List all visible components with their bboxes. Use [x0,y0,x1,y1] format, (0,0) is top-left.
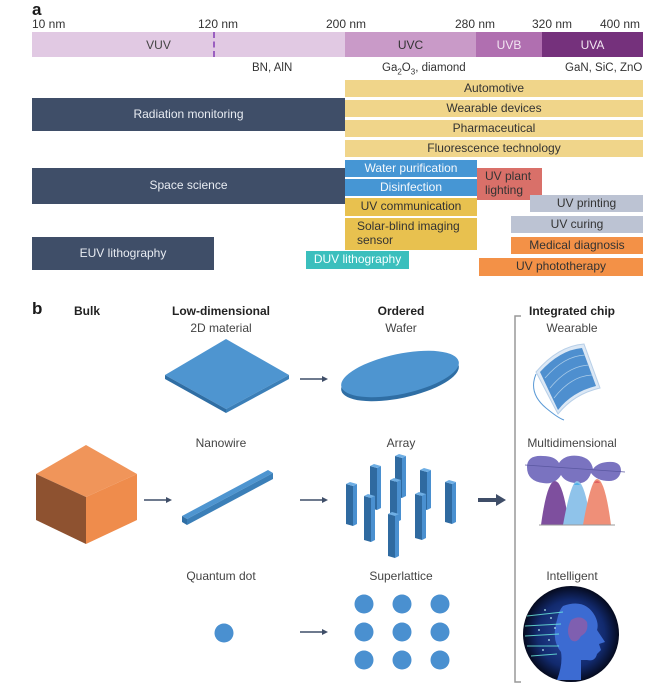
app-automotive: Automotive [345,80,643,97]
app-euv-lithography: EUV lithography [32,237,214,270]
app-uv-printing: UV printing [530,195,643,212]
tick-400nm: 400 nm [600,17,641,31]
app-radiation-monitoring: Radiation monitoring [32,98,345,131]
arrow-icon [300,497,328,503]
app-solar-blind-imaging-sensor: Solar-blind imaging sensor [345,218,477,250]
app-wearable-devices: Wearable devices [345,100,643,117]
material-uvc: Ga2O3, diamond [382,62,466,76]
app-disinfection: Disinfection [345,179,477,196]
label-multidimensional: Multidimensional [527,436,617,450]
arrow-icon [144,497,172,503]
nanorod [445,480,456,524]
superlattice-dot [430,594,450,614]
nanorod [364,494,375,542]
tick-10nm: 10 nm [32,17,66,31]
arrow-icon [300,376,328,382]
material-uvc-sub2: 3 [410,67,416,77]
band-uvc: UVC [345,32,476,57]
label-wafer: Wafer [385,321,417,335]
tick-320nm: 320 nm [532,17,573,31]
app-uv-curing: UV curing [511,216,643,233]
quantum-dot-icon [214,623,234,643]
material-uvc-sub1: 2 [397,67,402,77]
app-uv-communication: UV communication [345,198,477,216]
app-pharmaceutical: Pharmaceutical [345,120,643,137]
band-uva: UVA [542,32,643,57]
nanorod [415,492,426,540]
label-2d-material: 2D material [190,321,252,335]
tick-280nm: 280 nm [455,17,496,31]
label-wearable: Wearable [546,321,598,335]
nanorod [388,512,399,558]
superlattice-dot [392,594,412,614]
superlattice-dot [354,594,374,614]
superlattice-dot [430,650,450,670]
nanorod-array-icon [346,454,456,558]
material-vuv: BN, AlN [252,62,293,74]
material-uvc-rest: , diamond [415,62,466,74]
superlattice-dot [354,650,374,670]
nanorod [346,482,357,526]
band-vuv: VUV [32,32,345,57]
integration-arrow-icon [478,494,506,506]
label-nanowire: Nanowire [195,436,247,450]
superlattice-dot [392,622,412,642]
column-ordered: Ordered [377,304,425,318]
nanowire-icon [182,470,273,525]
tick-120nm: 120 nm [198,17,239,31]
tick-200nm: 200 nm [326,17,367,31]
divider-120nm [213,32,215,57]
app-uv-plant-lighting: UV plant lighting [477,168,542,200]
integrated-chip-bracket [514,315,521,683]
app-uv-phototherapy: UV phototherapy [479,258,643,276]
material-uva: GaN, SiC, ZnO [565,62,643,74]
superlattice-dot [392,650,412,670]
column-integrated-chip: Integrated chip [528,304,615,318]
nanorod [390,478,401,522]
material-uvc-ga: Ga [382,62,398,74]
superlattice-icon [354,594,450,670]
bulk-cube-icon [36,445,137,544]
column-bulk: Bulk [74,304,101,318]
panel-b-label: b [32,299,43,318]
label-array: Array [386,436,416,450]
label-quantum-dot: Quantum dot [186,569,256,583]
column-low-dimensional: Low-dimensional [171,304,270,318]
band-vuv-label: VUV [146,37,171,52]
wearable-device-icon [533,343,601,421]
label-intelligent: Intelligent [546,569,598,583]
multidimensional-spectrum-icon [524,455,626,526]
app-duv-lithography: DUV lithography [306,251,409,269]
superlattice-dot [354,622,374,642]
arrow-icon [300,629,328,635]
band-uvb: UVB [476,32,542,57]
app-fluorescence-technology: Fluorescence technology [345,140,643,157]
app-medical-diagnosis: Medical diagnosis [511,237,643,254]
label-superlattice: Superlattice [369,569,433,583]
app-water-purification: Water purification [345,160,477,177]
superlattice-dot [430,622,450,642]
panel-a-label: a [32,0,42,19]
intelligent-ai-head-icon [523,586,619,682]
2d-material-plate-icon [165,339,289,413]
wafer-icon [341,350,459,402]
material-uvc-o: O [401,62,411,74]
app-space-science: Space science [32,168,345,204]
